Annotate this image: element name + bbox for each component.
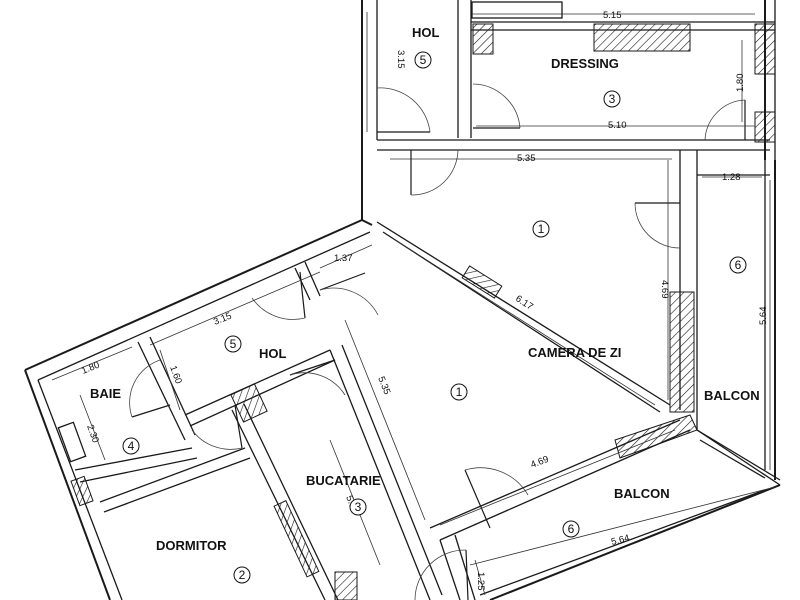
door: [251, 271, 306, 320]
room-number-marker: 1: [532, 220, 550, 238]
svg-text:3: 3: [355, 500, 362, 514]
column: [593, 23, 691, 52]
svg-text:3: 3: [609, 92, 616, 106]
column: [273, 500, 320, 578]
dimension-lines: [51, 12, 776, 596]
dim-hol-left-side: 1.60: [167, 364, 184, 385]
room-number-marker: 6: [729, 256, 747, 274]
door: [414, 549, 469, 600]
door: [319, 272, 379, 316]
door: [191, 404, 243, 450]
room-number-marker: 5: [414, 51, 432, 69]
dim-balcon-bottom: 5.64: [610, 533, 631, 548]
dim-dressing-bottom: 5.10: [608, 120, 627, 131]
svg-text:1: 1: [538, 222, 545, 236]
door: [289, 359, 346, 396]
dim-dressing-side: 1.80: [735, 74, 746, 93]
dim-living-right: 4.69: [659, 280, 670, 299]
room-label-bucatarie: BUCATARIE: [306, 473, 381, 488]
room-number-marker: 3: [349, 498, 367, 516]
column: [754, 23, 776, 75]
door: [634, 202, 681, 249]
dim-hol-left-len: 3.15: [212, 311, 233, 328]
balcon-right-walls: [669, 150, 781, 481]
column: [472, 23, 494, 55]
room-number-marker: 5: [224, 335, 242, 353]
svg-text:4: 4: [128, 439, 135, 453]
dim-balcon-bottom-side: 1.25: [475, 572, 486, 591]
door: [410, 149, 459, 196]
door: [464, 467, 529, 529]
door: [376, 87, 431, 133]
dim-baie-side: 2.30: [84, 423, 101, 444]
dim-baie-top: 1.80: [80, 360, 101, 377]
room-label-dormitor: DORMITOR: [156, 538, 227, 553]
column: [334, 571, 358, 600]
column: [669, 291, 695, 413]
svg-text:1: 1: [456, 385, 463, 399]
svg-text:6: 6: [568, 522, 575, 536]
door: [129, 359, 171, 418]
dim-hol-height: 3.15: [395, 50, 406, 69]
svg-text:6: 6: [735, 258, 742, 272]
dim-dressing-top: 5.15: [603, 10, 622, 21]
column: [461, 265, 503, 299]
dim-living-bottom: 4.69: [529, 454, 550, 471]
dim-balcon-width: 1.28: [722, 172, 741, 183]
dim-living-top: 5.35: [517, 153, 536, 164]
balcon-bottom-walls: [439, 429, 781, 600]
dim-balcon-right: 5.64: [758, 307, 769, 326]
top-wing-walls: [361, 0, 776, 220]
left-wing-walls: [24, 219, 443, 600]
svg-text:5: 5: [230, 337, 237, 351]
column: [230, 383, 268, 423]
door: [704, 99, 746, 141]
svg-text:5: 5: [420, 53, 427, 67]
room-label-dressing: DRESSING: [551, 56, 619, 71]
dim-bucatarie-left: 5.35: [375, 375, 392, 396]
room-label-hol-top: HOL: [412, 25, 440, 40]
svg-text:2: 2: [239, 568, 246, 582]
column: [754, 111, 776, 143]
room-label-balcon-right: BALCON: [704, 388, 760, 403]
room-label-baie: BAIE: [90, 386, 121, 401]
room-number-marker: 6: [562, 520, 580, 538]
room-number-marker: 3: [603, 90, 621, 108]
room-number-marker: 2: [233, 566, 251, 584]
room-label-hol-left: HOL: [259, 346, 287, 361]
room-label-camera-de-zi: CAMERA DE ZI: [528, 345, 621, 360]
room-label-balcon-bottom: BALCON: [614, 486, 670, 501]
door: [472, 83, 521, 129]
column: [70, 475, 94, 507]
room-number-marker: 4: [122, 437, 140, 455]
living-walls: [361, 219, 698, 541]
room-number-marker: 1: [450, 383, 468, 401]
column: [614, 414, 698, 459]
dim-corner-top: 1.37: [334, 253, 353, 264]
